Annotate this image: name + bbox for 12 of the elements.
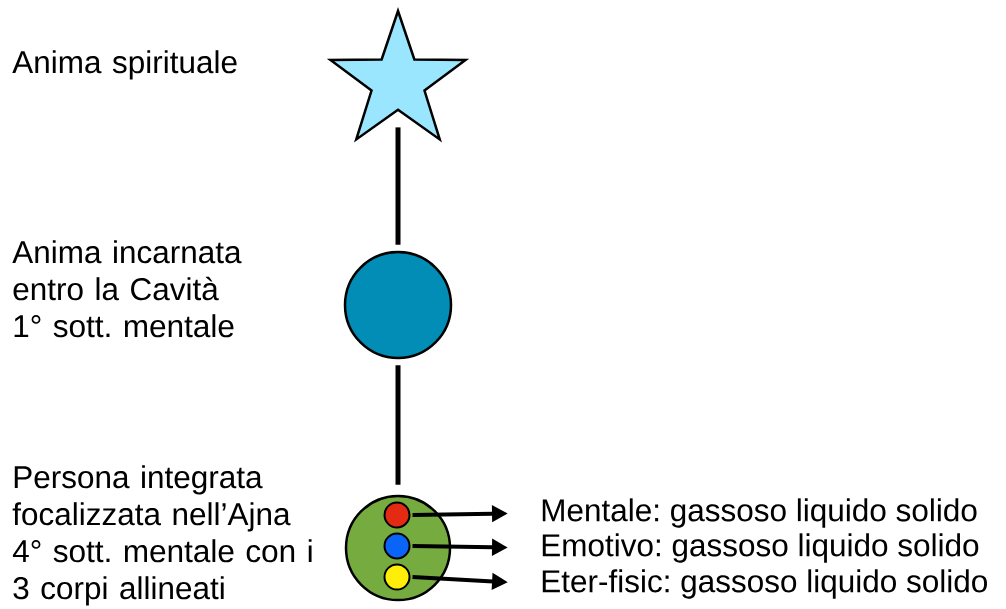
connector-line — [395, 365, 401, 485]
text-label: Mentale: gassoso liquido solido — [542, 498, 977, 528]
text-label: Emotivo: gassoso liquido solido — [542, 533, 979, 563]
dot-shape — [383, 563, 411, 591]
node-caption: Anima spirituale — [12, 50, 237, 80]
circle-shape — [343, 250, 453, 360]
node-caption: Anima incarnata entro la Cavità 1° sott. mentale — [12, 240, 242, 338]
dot-shape — [383, 501, 411, 529]
dot-shape — [383, 532, 411, 560]
text-label: Eter-fisic: gassoso liquido solido — [542, 569, 987, 599]
node-caption: Persona integrata focalizzata nell’Ajna 4° sott. mentale con i 3 corpi allineati — [12, 465, 312, 606]
connector-line — [395, 127, 401, 245]
